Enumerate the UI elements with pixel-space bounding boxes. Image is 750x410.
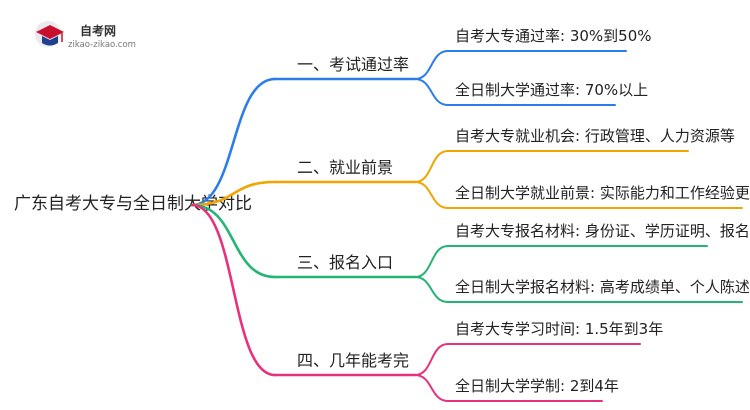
leaf-connector [414, 150, 449, 183]
leaf-topic: 全日制大学通过率: 70%以上 [455, 81, 648, 99]
mind-map-edges [190, 50, 743, 402]
logo-url: zikao-zikao.com [68, 40, 136, 50]
root-topic: 广东自考大专与全日制大学对比 [14, 194, 252, 214]
leaf-connector [414, 50, 449, 80]
branch-connector [190, 77, 277, 207]
leaf-connector [414, 374, 449, 402]
branch-connector [190, 203, 277, 377]
leaf-topic: 自考大专就业机会: 行政管理、人力资源等 [455, 127, 735, 145]
site-logo: 自考网 zikao-zikao.com [35, 21, 136, 50]
leaf-topic: 全日制大学报名材料: 高考成绩单、个人陈述、推荐信 [455, 278, 750, 296]
branch-connector [190, 180, 277, 207]
leaf-connector [414, 245, 449, 278]
branch-topic: 二、就业前景 [297, 158, 393, 177]
leaf-connector [414, 181, 449, 209]
leaf-connector [414, 276, 449, 303]
mind-map-nodes: 一、考试通过率 自考大专通过率: 30%到50% 全日制大学通过率: 70%以上二、… [297, 27, 750, 395]
leaf-topic: 自考大专报名材料: 身份证、学历证明、报名表 [455, 222, 750, 240]
logo-name: 自考网 [80, 23, 116, 38]
branch-topic: 一、考试通过率 [297, 55, 409, 74]
branch-topic: 三、报名入口 [297, 253, 393, 272]
graduation-cap-icon [35, 21, 64, 47]
branch-connector [190, 203, 277, 279]
leaf-connector [414, 343, 449, 376]
branch-topic: 四、几年能考完 [297, 351, 409, 370]
leaf-connector [414, 78, 449, 106]
leaf-topic: 自考大专学习时间: 1.5年到3年 [455, 320, 663, 338]
leaf-topic: 自考大专通过率: 30%到50% [455, 27, 652, 45]
leaf-topic: 全日制大学学制: 2到4年 [455, 377, 619, 395]
leaf-topic: 全日制大学就业前景: 实际能力和工作经验更被重视 [455, 184, 750, 202]
